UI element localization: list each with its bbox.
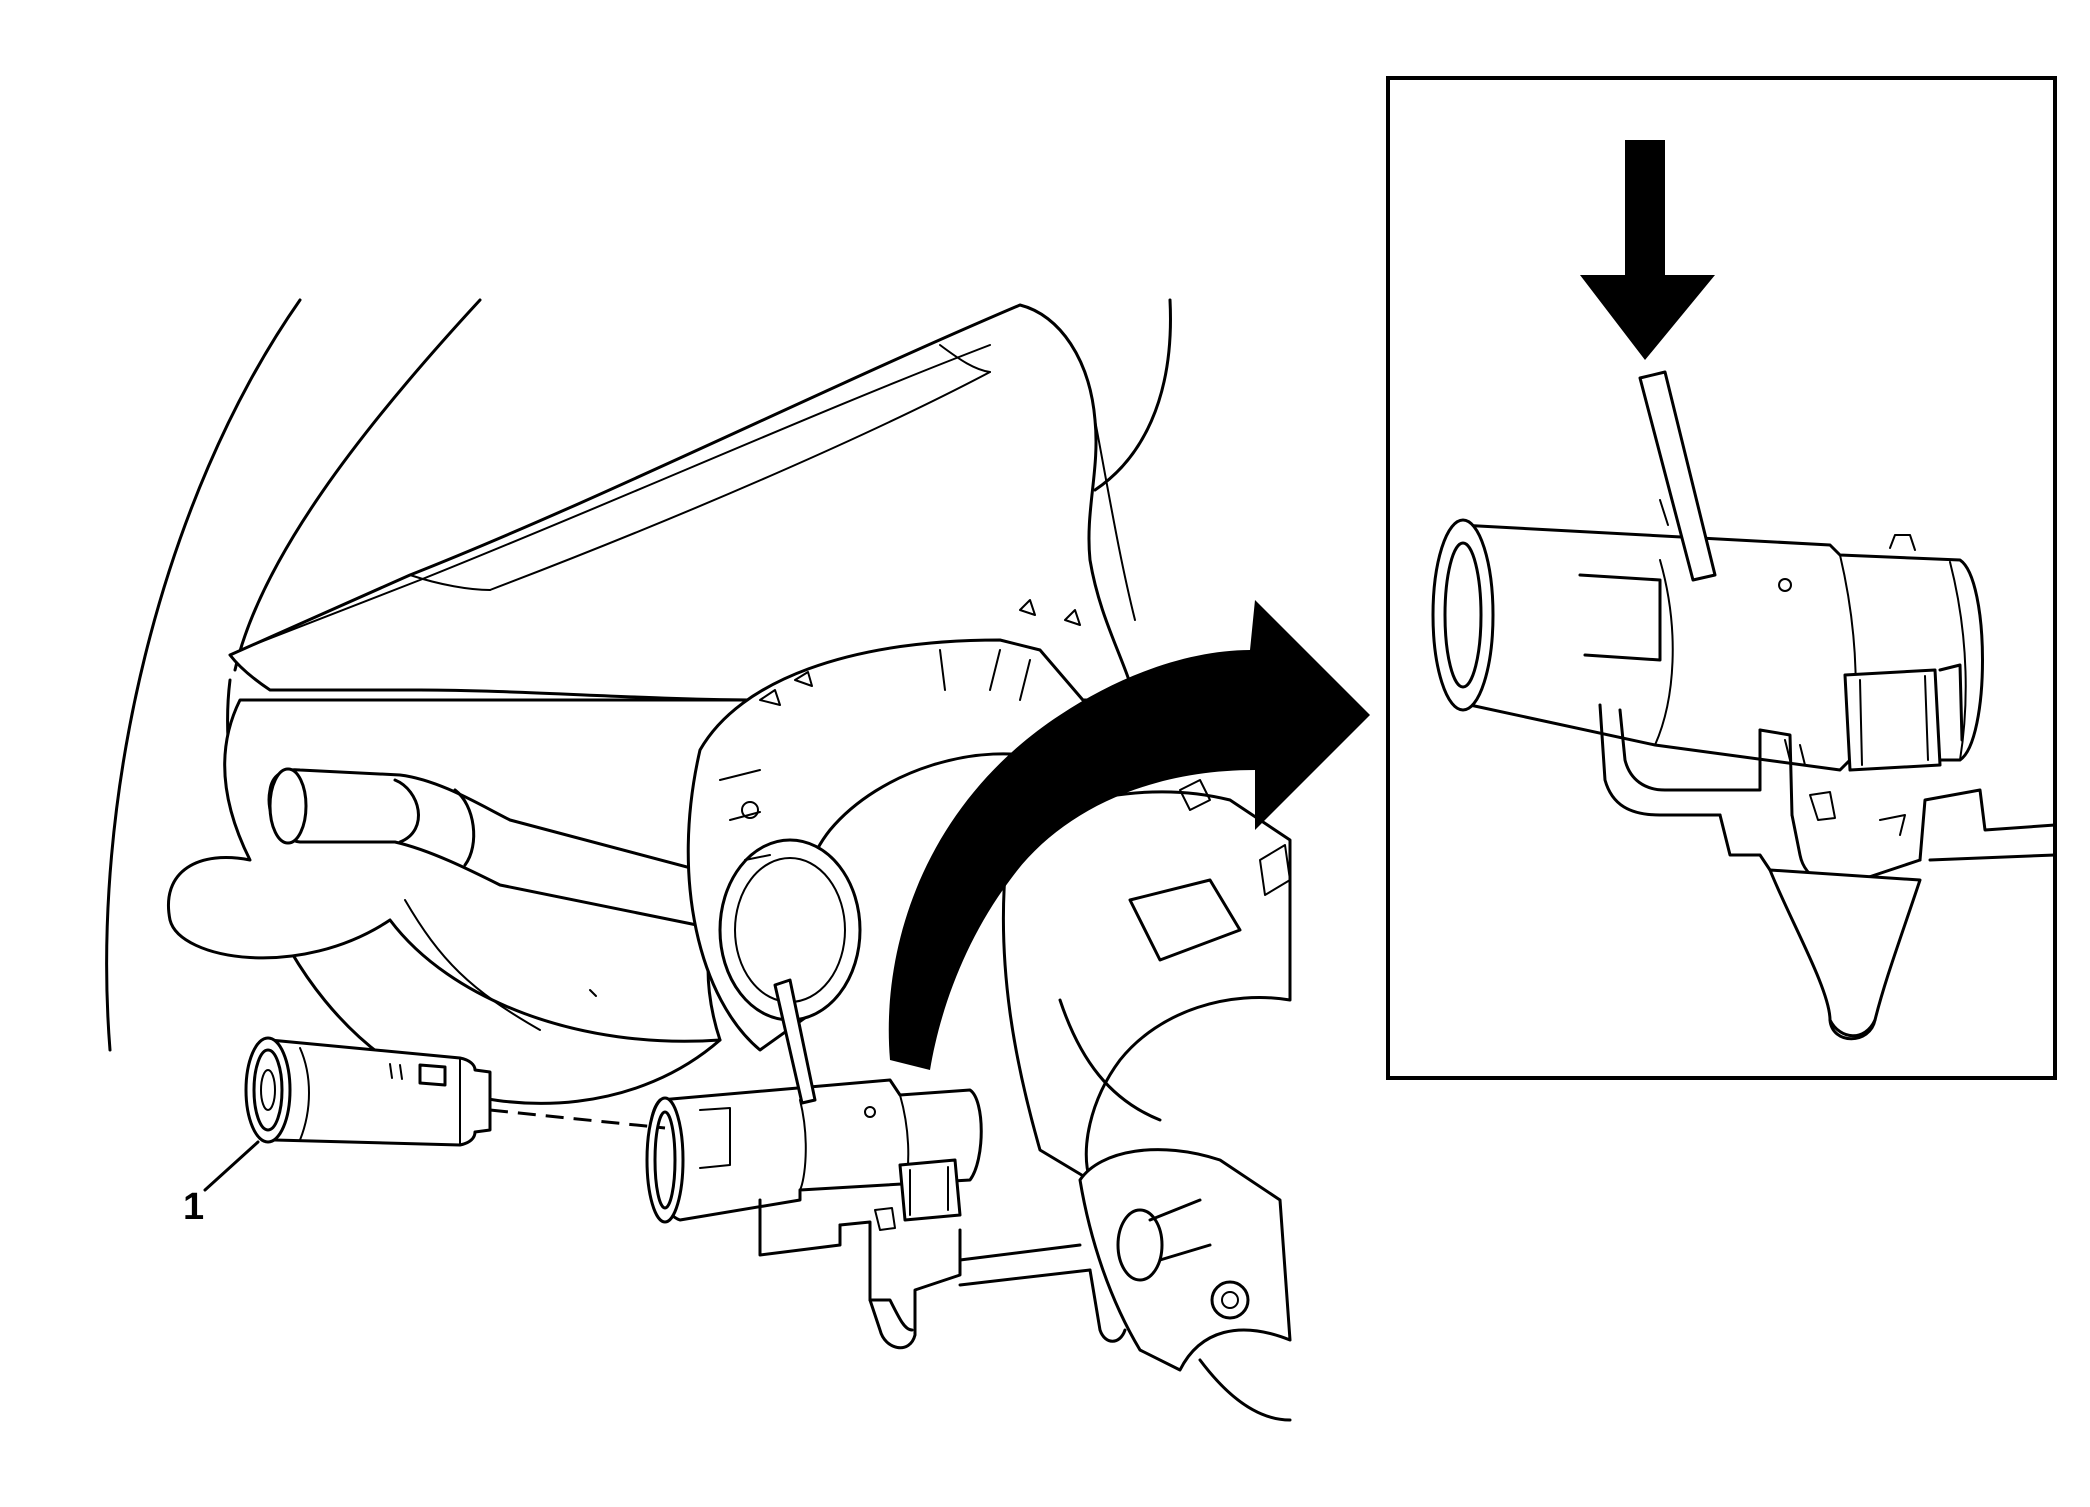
callout-1-leader — [203, 1140, 260, 1192]
upper-column-shroud — [228, 303, 1137, 702]
turn-signal-lever — [267, 767, 832, 952]
inset-lock-housing — [1431, 370, 1984, 772]
curved-arrow-icon — [888, 600, 1370, 1070]
detail-inset — [1386, 76, 2057, 1080]
lock-cylinder-housing — [645, 978, 983, 1224]
ignition-switch-housing — [1001, 779, 1292, 1182]
clockspring-assembly — [686, 599, 1102, 1052]
key-release-linkage — [1078, 1148, 1292, 1422]
installation-line — [489, 1108, 666, 1130]
inset-housing-bracket — [1598, 703, 2057, 1041]
down-arrow-icon — [1580, 140, 1715, 360]
lock-housing-bracket — [758, 1198, 1127, 1350]
lock-cylinder — [244, 1036, 492, 1147]
callout-1-label: 1 — [183, 1186, 205, 1228]
